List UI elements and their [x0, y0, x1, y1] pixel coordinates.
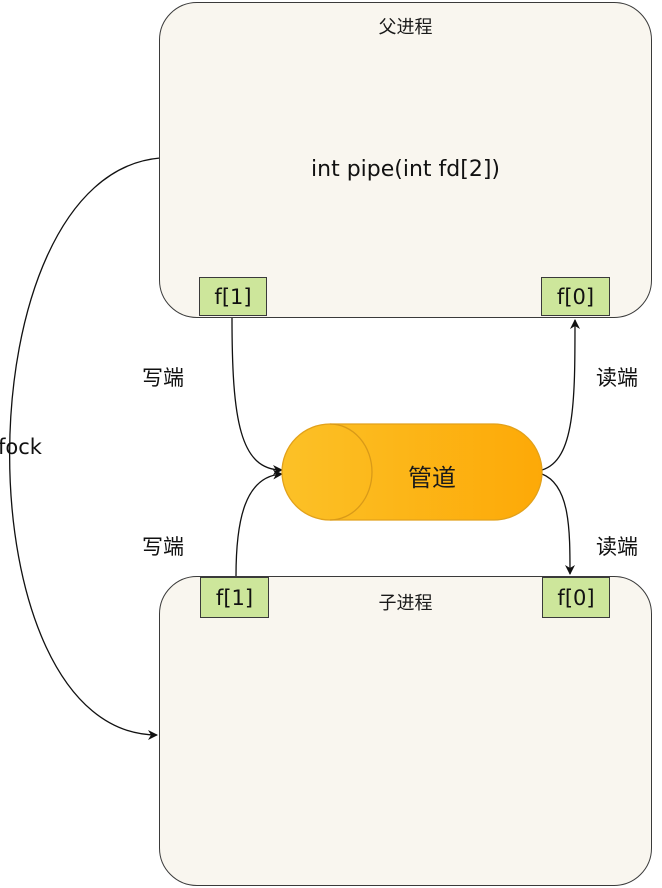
- child-write-label: 写端: [142, 535, 184, 559]
- fork-label: fock: [0, 435, 42, 459]
- parent-fd-write: f[1]: [199, 277, 267, 316]
- parent-write-label: 写端: [142, 366, 184, 390]
- fork-edge: [9, 157, 161, 740]
- parent-process-box: 父进程 int pipe(int fd[2]): [159, 2, 652, 318]
- child-read-label: 读端: [596, 535, 638, 559]
- parent-write-edge: [231, 317, 283, 475]
- child-process-title: 子进程: [378, 593, 433, 614]
- pipe-function-signature: int pipe(int fd[2]): [311, 157, 500, 182]
- child-fd-read: f[0]: [542, 577, 610, 618]
- pipe-shape: [281, 423, 543, 521]
- child-read-edge: [541, 473, 575, 575]
- pipe-label: 管道: [408, 464, 456, 492]
- child-fd-write: f[1]: [200, 577, 269, 618]
- child-process-box: 子进程: [159, 576, 652, 886]
- parent-fd-read: f[0]: [541, 277, 610, 316]
- parent-read-edge: [541, 319, 580, 471]
- child-write-edge: [235, 469, 283, 577]
- parent-process-title: 父进程: [378, 17, 433, 38]
- parent-read-label: 读端: [596, 366, 638, 390]
